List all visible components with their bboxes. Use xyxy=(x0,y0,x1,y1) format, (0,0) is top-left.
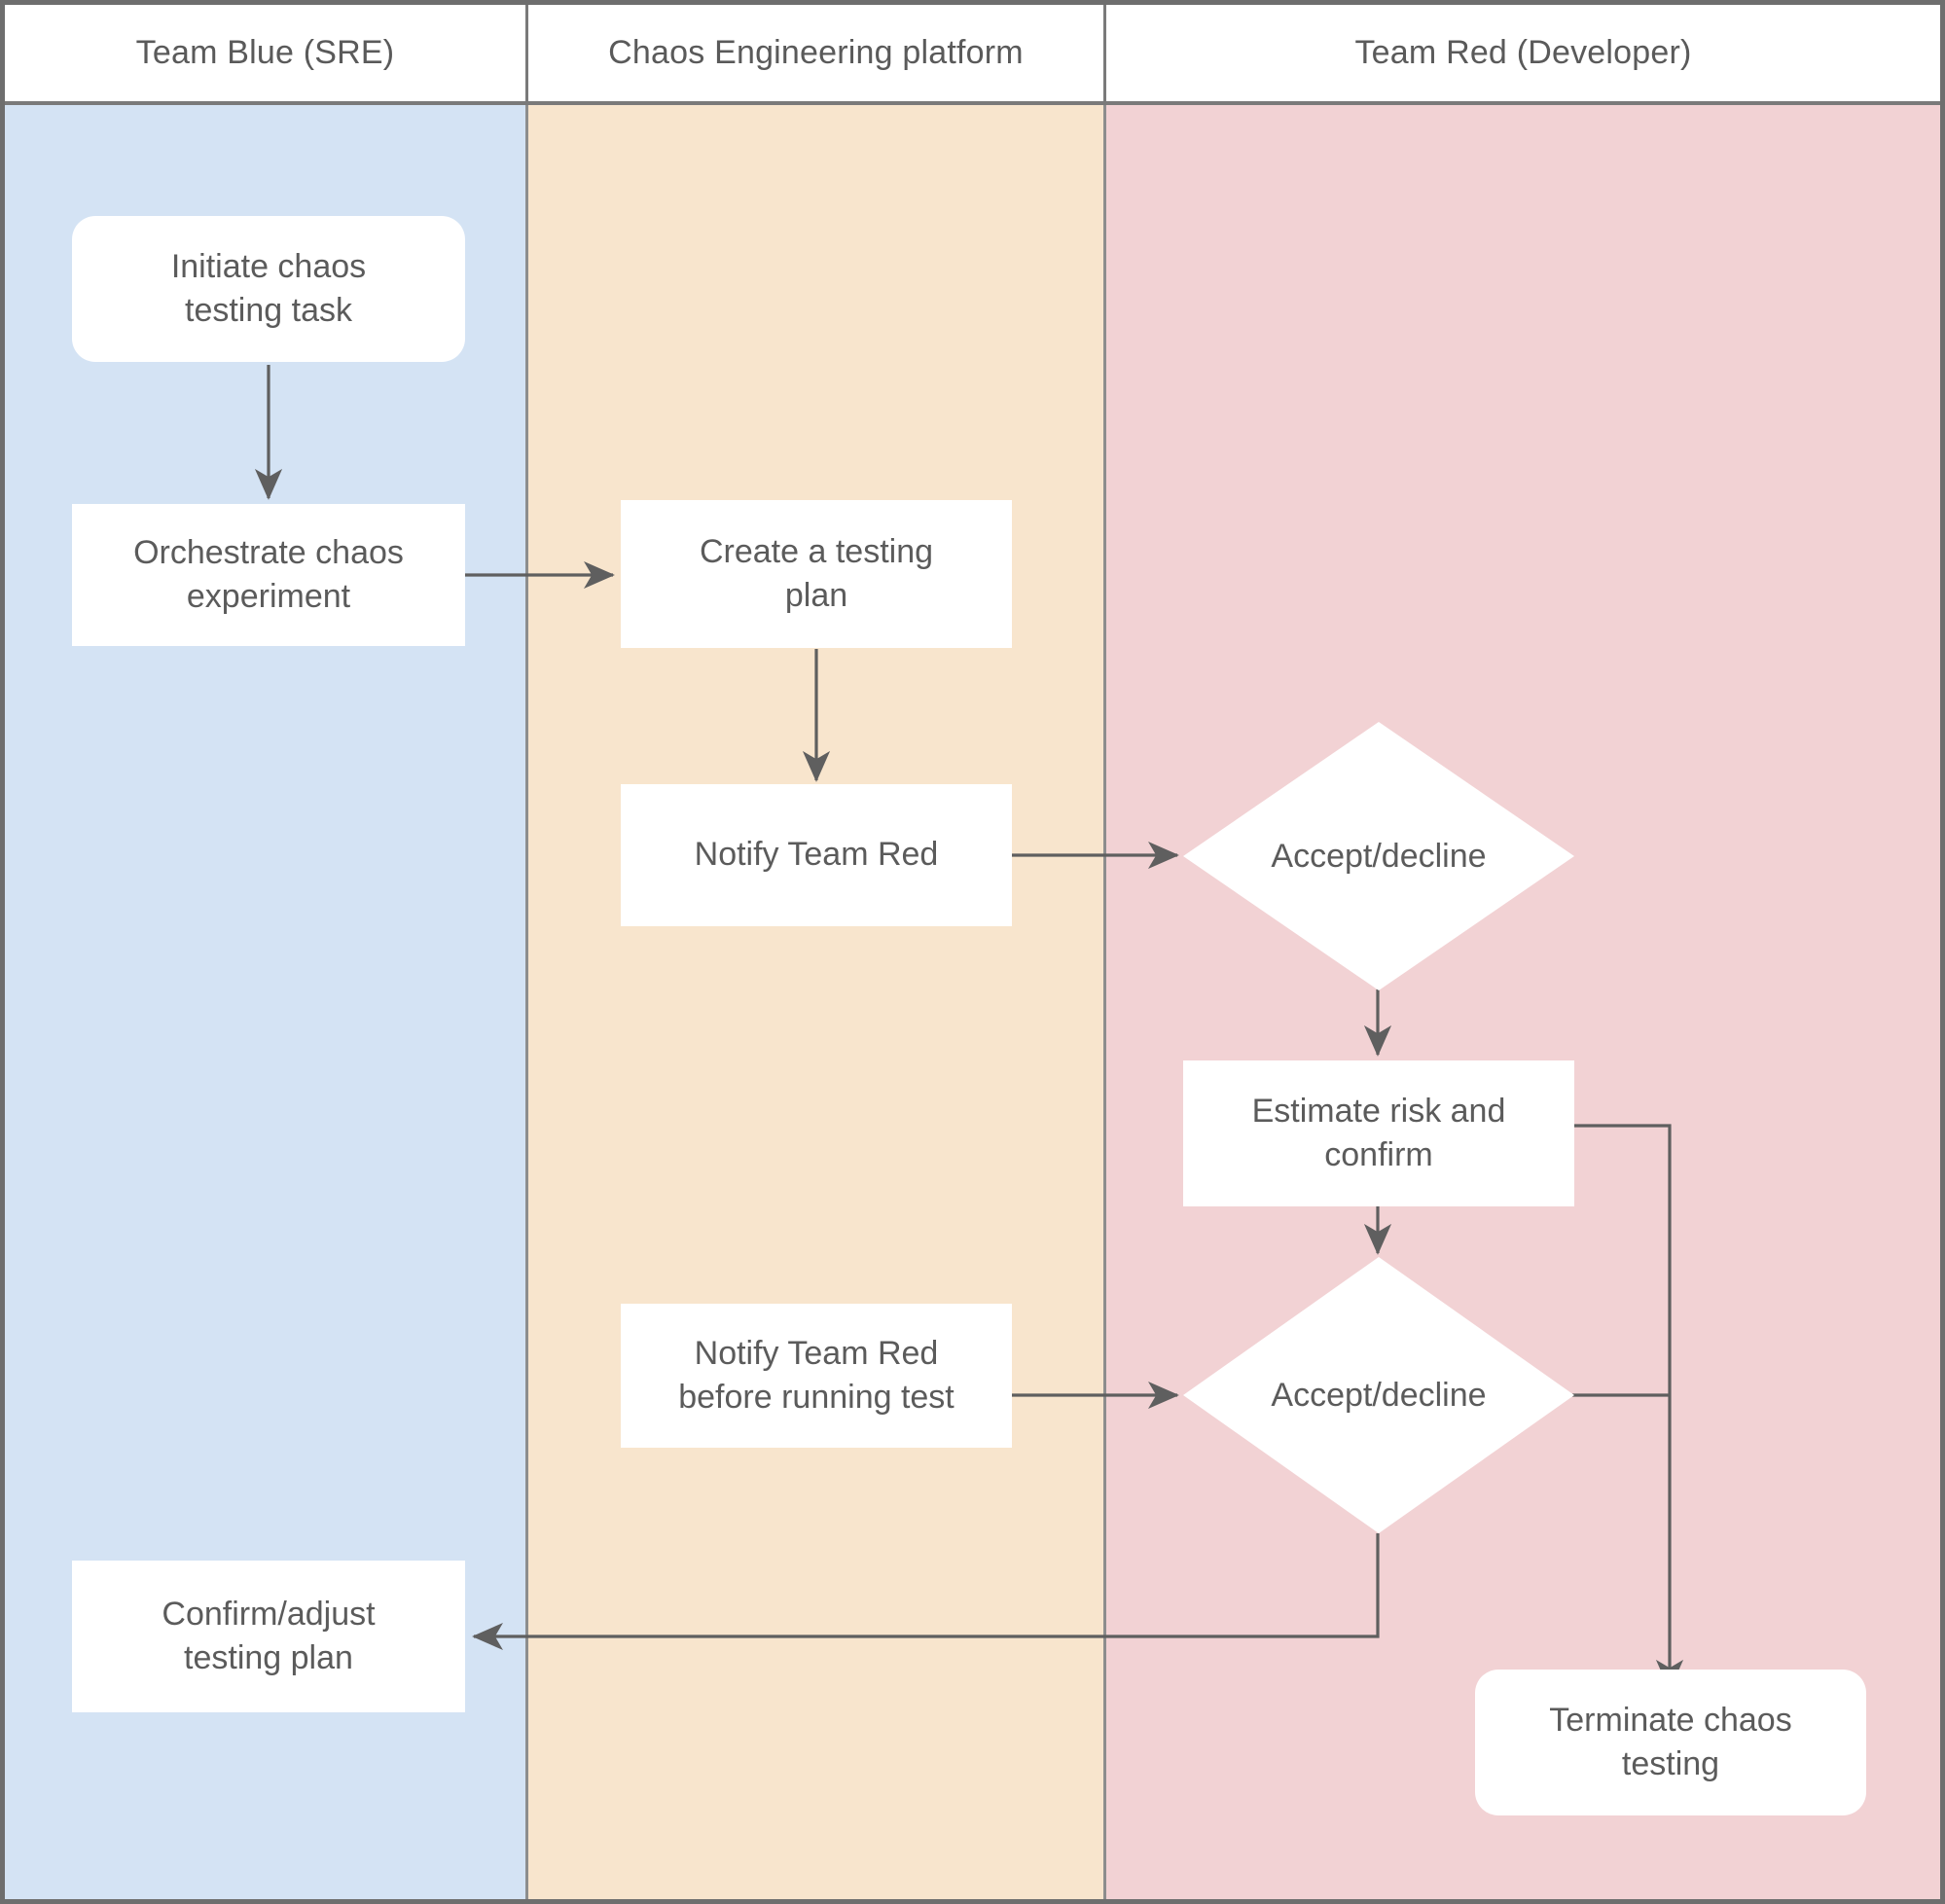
node-orchestrate-chaos-experiment[interactable]: Orchestrate chaos experiment xyxy=(72,504,465,646)
node-label: Terminate chaos testing xyxy=(1549,1699,1791,1786)
node-create-a-testing-plan[interactable]: Create a testing plan xyxy=(621,500,1012,648)
node-label: Initiate chaos testing task xyxy=(171,245,366,333)
node-label-line: before running test xyxy=(678,1379,954,1416)
lane-chaos-platform xyxy=(528,105,1106,1899)
node-terminate-chaos-testing[interactable]: Terminate chaos testing xyxy=(1475,1670,1866,1815)
lane-header-chaos-platform: Chaos Engineering platform xyxy=(528,5,1106,101)
node-label-line: testing task xyxy=(185,292,352,329)
node-estimate-risk-and-confirm[interactable]: Estimate risk and confirm xyxy=(1183,1060,1574,1206)
node-label-line: experiment xyxy=(186,578,351,615)
node-label: Estimate risk and confirm xyxy=(1252,1090,1506,1177)
node-label-line: Initiate chaos xyxy=(170,247,367,285)
node-label-line: testing plan xyxy=(184,1639,353,1676)
lane-header-team-blue: Team Blue (SRE) xyxy=(5,5,528,101)
lane-header-team-red: Team Red (Developer) xyxy=(1354,34,1692,71)
node-label: Create a testing plan xyxy=(700,530,933,618)
node-label-line: Create a testing xyxy=(699,532,934,570)
node-label: Notify Team Red xyxy=(694,836,939,874)
node-label-line: testing xyxy=(1621,1745,1720,1782)
lane-team-red xyxy=(1106,105,1940,1899)
node-label-line: Notify Team Red xyxy=(694,1334,939,1372)
lane-header-row: Team Blue (SRE) Chaos Engineering platfo… xyxy=(5,5,1940,105)
node-accept-decline-2[interactable]: Accept/decline xyxy=(1183,1257,1574,1533)
node-initiate-chaos-testing-task[interactable]: Initiate chaos testing task xyxy=(72,216,465,362)
node-label-line: confirm xyxy=(1324,1136,1433,1173)
node-label-line: Orchestrate chaos xyxy=(133,533,404,571)
node-accept-decline-1[interactable]: Accept/decline xyxy=(1183,722,1574,990)
node-confirm-adjust-testing-plan[interactable]: Confirm/adjust testing plan xyxy=(72,1561,465,1712)
node-label-line: Estimate risk and xyxy=(1251,1092,1506,1130)
node-label: Accept/decline xyxy=(1271,1376,1487,1414)
node-label: Orchestrate chaos experiment xyxy=(133,531,404,619)
node-label-line: Terminate chaos xyxy=(1549,1701,1792,1739)
node-label-line: Confirm/adjust xyxy=(162,1595,376,1633)
node-label: Accept/decline xyxy=(1271,837,1487,875)
node-notify-team-red-before-running-test[interactable]: Notify Team Red before running test xyxy=(621,1304,1012,1448)
node-label: Confirm/adjust testing plan xyxy=(162,1593,375,1680)
node-label-line: plan xyxy=(784,577,848,614)
node-label: Notify Team Red before running test xyxy=(678,1332,954,1419)
node-notify-team-red[interactable]: Notify Team Red xyxy=(621,784,1012,926)
